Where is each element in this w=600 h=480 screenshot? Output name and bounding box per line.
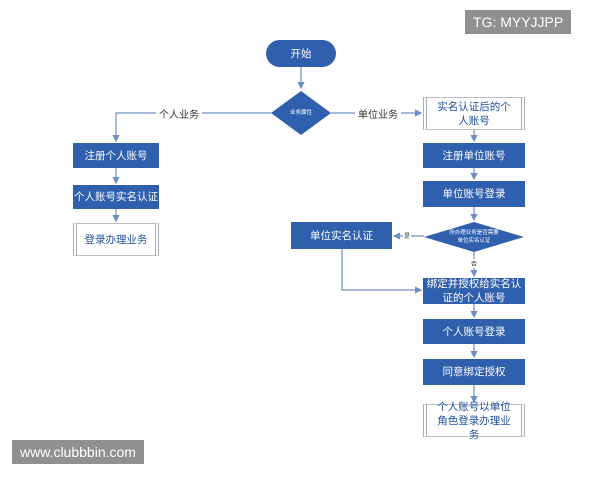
- business-attribute-decision: 业务属性: [271, 91, 331, 135]
- watermark-site: www.clubbbin.com: [12, 440, 144, 464]
- bind-authorize-node: 绑定并授权给实名认证的个人账号: [423, 278, 525, 304]
- edge-label-unit: 单位业务: [355, 106, 401, 121]
- need-unit-auth-decision: 所办理业务是否需要单位实名认证: [424, 222, 524, 252]
- personal-login-business-doc: 登录办理业务: [73, 223, 159, 256]
- register-personal-account-node: 注册个人账号: [73, 143, 159, 168]
- decision-label: 所办理业务是否需要单位实名认证: [449, 230, 499, 244]
- edge-unit-auth-to-bind: [341, 249, 423, 294]
- personal-account-after-auth-doc: 实名认证后的个人账号: [423, 97, 525, 130]
- personal-as-unit-login-doc: 个人账号以单位角色登录办理业务: [423, 401, 525, 441]
- start-node: 开始: [266, 40, 336, 67]
- register-unit-account-node: 注册单位账号: [423, 143, 525, 168]
- personal-account-login-node: 个人账号登录: [423, 319, 525, 344]
- agree-bind-authorize-node: 同意绑定授权: [423, 359, 525, 385]
- decision-label: 业务属性: [289, 110, 312, 116]
- edge-attr-to-personal: [112, 112, 271, 143]
- unit-realname-auth-node: 单位实名认证: [291, 222, 392, 249]
- edge-label-yes: 是: [403, 231, 412, 240]
- personal-realname-auth-node: 个人账号实名认证: [73, 185, 159, 209]
- watermark-tg: TG: MYYJJPP: [465, 10, 572, 34]
- edge-label-no: 否: [470, 259, 479, 268]
- unit-account-login-node: 单位账号登录: [423, 181, 525, 207]
- edge-label-personal: 个人业务: [156, 106, 202, 121]
